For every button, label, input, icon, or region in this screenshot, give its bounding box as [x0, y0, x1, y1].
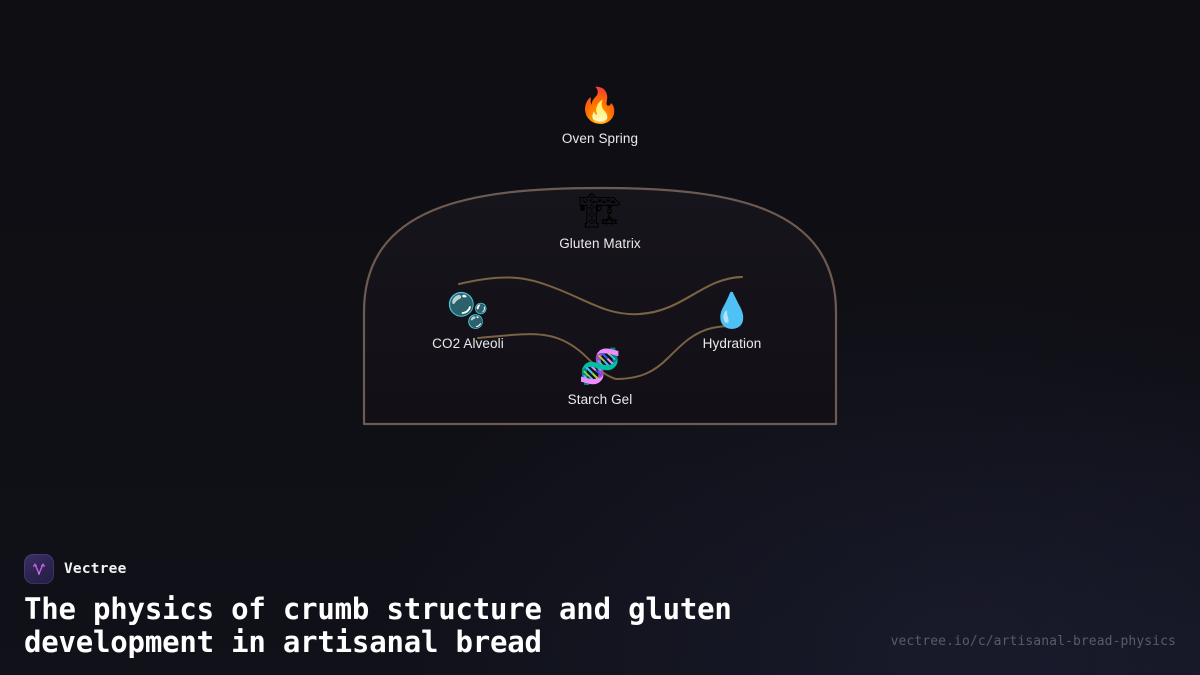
- diagram-node-label-gluten-matrix: Gluten Matrix: [559, 236, 641, 251]
- diagram-node-label-oven-spring: Oven Spring: [561, 131, 639, 146]
- diagram-vector-layer: [362, 186, 838, 426]
- diagram-node-oven-spring[interactable]: 🔥 Oven Spring: [520, 87, 680, 147]
- connector-starch-gel-to-hydration: [615, 325, 732, 380]
- dna-icon: 🧬: [578, 347, 622, 387]
- bubbles-icon: 🫧: [446, 291, 490, 331]
- source-url: vectree.io/c/artisanal-bread-physics: [890, 634, 1176, 649]
- vectree-logo-icon: [24, 554, 54, 584]
- connector-gluten-matrix-to-hydration: [639, 276, 743, 315]
- connector-co2-alveoli-to-starch-gel: [477, 333, 617, 380]
- page-title: The physics of crumb structure and glute…: [24, 592, 732, 659]
- diagram-node-label-co2-alveoli: CO2 Alveoli: [432, 336, 504, 351]
- fire-icon: 🔥: [578, 86, 622, 126]
- diagram-node-label-starch-gel: Starch Gel: [567, 392, 633, 407]
- diagram-node-gluten-matrix[interactable]: 🏗 Gluten Matrix: [520, 192, 680, 252]
- water-drop-icon: 💧: [710, 291, 754, 331]
- dome-outline: [362, 186, 838, 426]
- diagram-stage: 🔥 Oven Spring 🏗 Gluten Matrix 🫧 CO2 Alve…: [362, 87, 838, 426]
- footer: Vectree The physics of crumb structure a…: [0, 530, 1200, 675]
- crane-icon: 🏗: [578, 191, 622, 231]
- diagram-node-hydration[interactable]: 💧 Hydration: [652, 292, 812, 352]
- diagram-node-starch-gel[interactable]: 🧬 Starch Gel: [520, 348, 680, 408]
- diagram-node-label-hydration: Hydration: [702, 336, 762, 351]
- brand[interactable]: Vectree: [24, 554, 127, 584]
- diagram-node-co2-alveoli[interactable]: 🫧 CO2 Alveoli: [388, 292, 548, 352]
- brand-name: Vectree: [64, 561, 127, 577]
